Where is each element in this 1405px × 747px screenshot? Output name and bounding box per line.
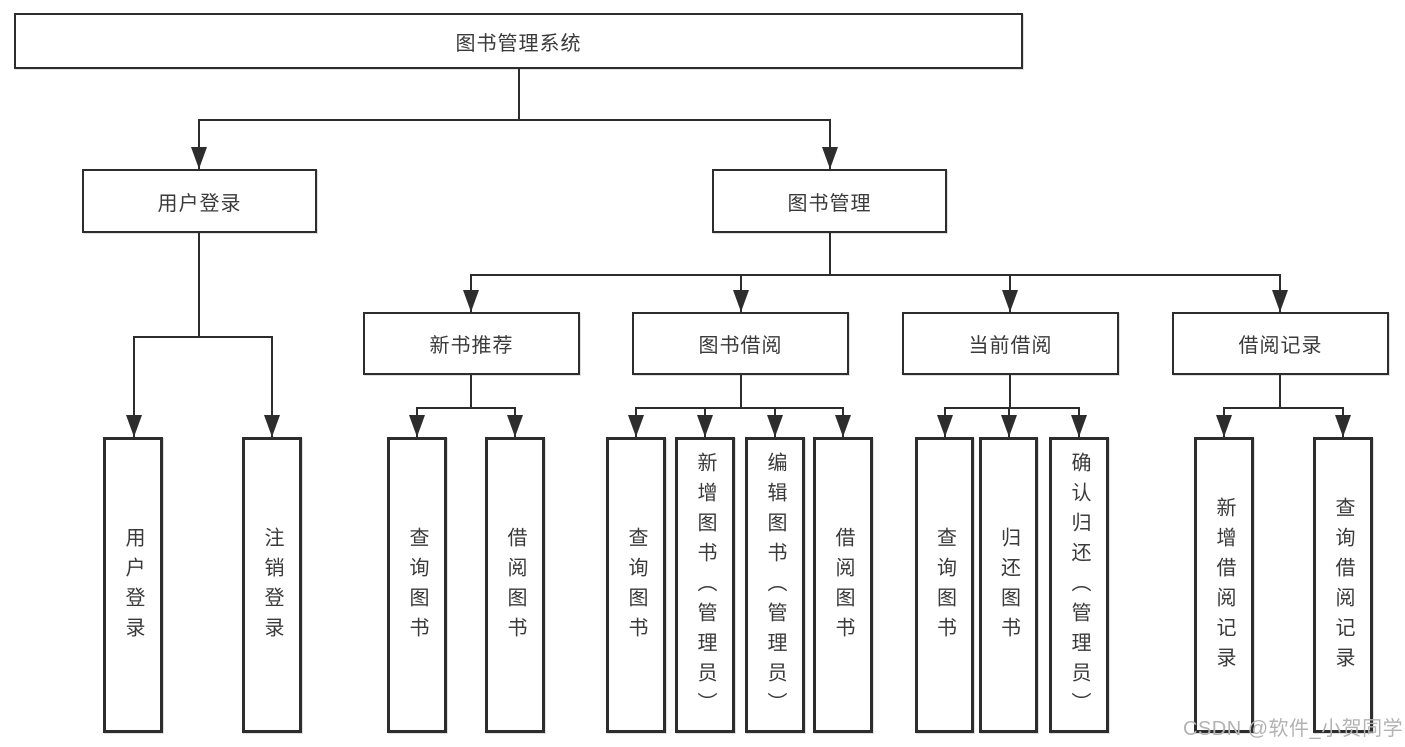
node-book-management: 图书管理 [712,169,947,233]
connector-line [133,336,135,437]
arrow-down-icon [191,147,207,169]
arrow-down-icon [1216,415,1232,437]
node-user-login-label: 用户登录 [157,192,242,215]
leaf-query-borrow-record: 查询借阅记录 [1313,437,1373,733]
leaf-recommend-borrow-book-label: 借阅图书 [504,527,526,647]
connector-line [829,233,831,274]
connector-line [829,119,831,169]
arrow-down-icon [264,415,280,437]
connector-line [271,336,273,437]
arrow-down-icon [1335,415,1351,437]
arrow-down-icon [937,415,953,437]
arrow-down-icon [1001,415,1017,437]
arrow-down-icon [1272,290,1288,312]
leaf-edit-book-admin: 编辑图书（管理员） [745,437,805,733]
connector-line [1279,375,1281,407]
leaf-query-borrow-record-label: 查询借阅记录 [1332,497,1354,677]
node-library-system-label: 图书管理系统 [455,32,582,55]
leaf-return-book: 归还图书 [979,437,1038,733]
leaf-recommend-query-book: 查询图书 [387,437,447,733]
leaf-recommend-query-book-label: 查询图书 [406,527,428,647]
arrow-down-icon [733,290,749,312]
connector-line [133,336,273,338]
leaf-return-book-label: 归还图书 [997,527,1020,647]
leaf-add-borrow-record: 新增借阅记录 [1194,437,1254,733]
node-new-book-recommend-label: 新书推荐 [429,335,514,357]
arrow-down-icon [628,415,644,437]
connector-line [1009,375,1011,407]
arrow-down-icon [507,415,523,437]
arrow-down-icon [1002,290,1018,312]
connector-line [198,119,200,169]
node-borrow-records: 借阅记录 [1172,312,1389,375]
leaf-borrow-query-book-label: 查询图书 [625,527,647,647]
arrow-down-icon [835,415,851,437]
arrow-down-icon [126,415,142,437]
connector-line [470,274,1281,276]
arrow-down-icon [409,415,425,437]
connector-line [944,407,1080,409]
connector-line [416,407,516,409]
leaf-logout: 注销登录 [242,437,302,733]
leaf-borrow-book-label: 借阅图书 [832,527,854,647]
leaf-user-login: 用户登录 [103,437,163,733]
node-book-borrow-label: 图书借阅 [698,335,783,357]
arrow-down-icon [1071,415,1087,437]
leaf-user-login-label: 用户登录 [122,527,144,647]
leaf-borrow-query-book: 查询图书 [606,437,666,733]
leaf-current-query-book: 查询图书 [915,437,974,733]
leaf-current-query-book-label: 查询图书 [933,527,956,647]
arrow-down-icon [822,147,838,169]
leaf-edit-book-admin-label: 编辑图书（管理员） [764,452,786,722]
leaf-logout-label: 注销登录 [261,527,283,647]
arrow-down-icon [463,290,479,312]
node-book-borrow: 图书借阅 [632,312,849,375]
arrow-down-icon [697,415,713,437]
leaf-borrow-book: 借阅图书 [813,437,873,733]
leaf-confirm-return-admin: 确认归还（管理员） [1049,437,1109,733]
connector-line [1223,407,1344,409]
leaf-add-book-admin: 新增图书（管理员） [675,437,735,733]
node-library-system: 图书管理系统 [14,13,1023,69]
arrow-down-icon [767,415,783,437]
node-borrow-records-label: 借阅记录 [1238,335,1323,357]
connector-line [198,233,200,336]
connector-line [198,119,831,121]
node-new-book-recommend: 新书推荐 [363,312,580,375]
node-current-borrow-label: 当前借阅 [968,335,1053,357]
leaf-confirm-return-admin-label: 确认归还（管理员） [1068,452,1090,722]
node-user-login: 用户登录 [82,169,317,233]
connector-line [518,69,520,119]
node-current-borrow: 当前借阅 [902,312,1119,375]
connector-line [740,375,742,407]
leaf-recommend-borrow-book: 借阅图书 [485,437,545,733]
leaf-add-borrow-record-label: 新增借阅记录 [1213,497,1235,677]
watermark: CSDN @软件_小贺同学 [1183,718,1404,740]
connector-line [470,375,472,407]
connector-line [635,407,844,409]
node-book-management-label: 图书管理 [787,192,872,215]
leaf-add-book-admin-label: 新增图书（管理员） [694,452,716,722]
